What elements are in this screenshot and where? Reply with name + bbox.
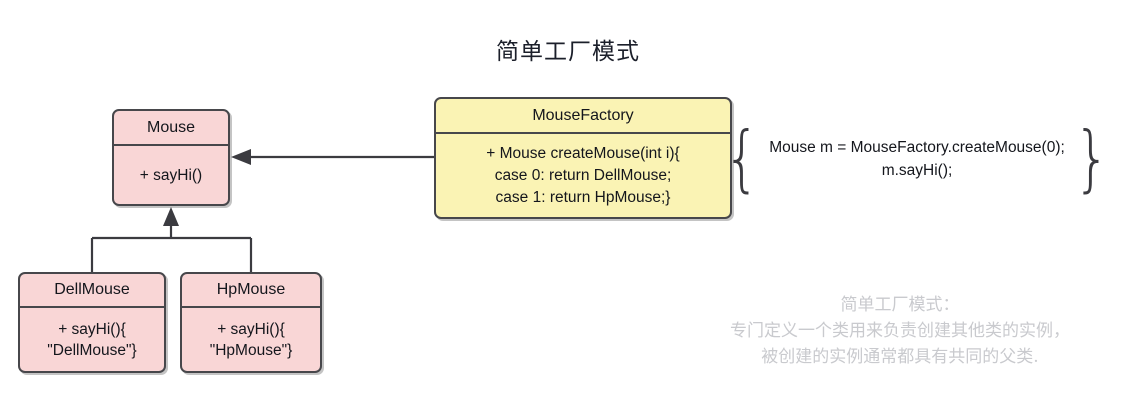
uml-member: + sayHi(){ — [217, 320, 285, 338]
uml-class-mousefactory[interactable]: MouseFactory + Mouse createMouse(int i){… — [434, 97, 732, 219]
note-line: 专门定义一个类用来负责创建其他类的实例， — [730, 321, 1070, 341]
left-curly-brace: { — [723, 116, 761, 201]
uml-class-mouse-members: + sayHi() — [114, 146, 228, 204]
uml-member: "HpMouse"} — [209, 341, 293, 359]
pattern-description-note: 简单工厂模式： 专门定义一个类用来负责创建其他类的实例， 被创建的实例通常都具有… — [690, 292, 1110, 370]
inheritance-connector-subclasses-to-mouse — [90, 207, 253, 272]
uml-class-mousefactory-title: MouseFactory — [436, 99, 730, 134]
uml-class-mousefactory-members: + Mouse createMouse(int i){ case 0: retu… — [436, 134, 730, 217]
uml-class-mouse-title: Mouse — [114, 111, 228, 146]
uml-member: + Mouse createMouse(int i){ — [486, 144, 680, 162]
code-line: m.sayHi(); — [881, 162, 953, 179]
usage-snippet-code: Mouse m = MouseFactory.createMouse(0); m… — [765, 136, 1069, 182]
uml-member: + sayHi() — [139, 166, 203, 184]
page-title: 简单工厂模式 — [496, 39, 640, 65]
uml-class-dellmouse-members: + sayHi(){ "DellMouse"} — [20, 308, 164, 371]
uml-member: case 0: return DellMouse; — [494, 166, 672, 184]
usage-snippet: { Mouse m = MouseFactory.createMouse(0);… — [724, 122, 1110, 193]
code-line: Mouse m = MouseFactory.createMouse(0); — [769, 139, 1065, 156]
uml-member: + sayHi(){ — [58, 320, 126, 338]
uml-member: case 1: return HpMouse;} — [495, 188, 671, 206]
note-line: 简单工厂模式： — [840, 295, 960, 315]
uml-class-mouse[interactable]: Mouse + sayHi() — [112, 109, 230, 206]
uml-member: "DellMouse"} — [47, 341, 137, 359]
uml-class-hpmouse-title: HpMouse — [182, 274, 320, 308]
right-curly-brace: } — [1073, 116, 1111, 201]
uml-class-hpmouse-members: + sayHi(){ "HpMouse"} — [182, 308, 320, 371]
note-line: 被创建的实例通常都具有共同的父类. — [761, 347, 1039, 367]
uml-class-dellmouse[interactable]: DellMouse + sayHi(){ "DellMouse"} — [18, 272, 166, 373]
uml-class-hpmouse[interactable]: HpMouse + sayHi(){ "HpMouse"} — [180, 272, 322, 373]
uml-class-dellmouse-title: DellMouse — [20, 274, 164, 308]
dependency-arrow-factory-to-mouse — [231, 149, 434, 165]
